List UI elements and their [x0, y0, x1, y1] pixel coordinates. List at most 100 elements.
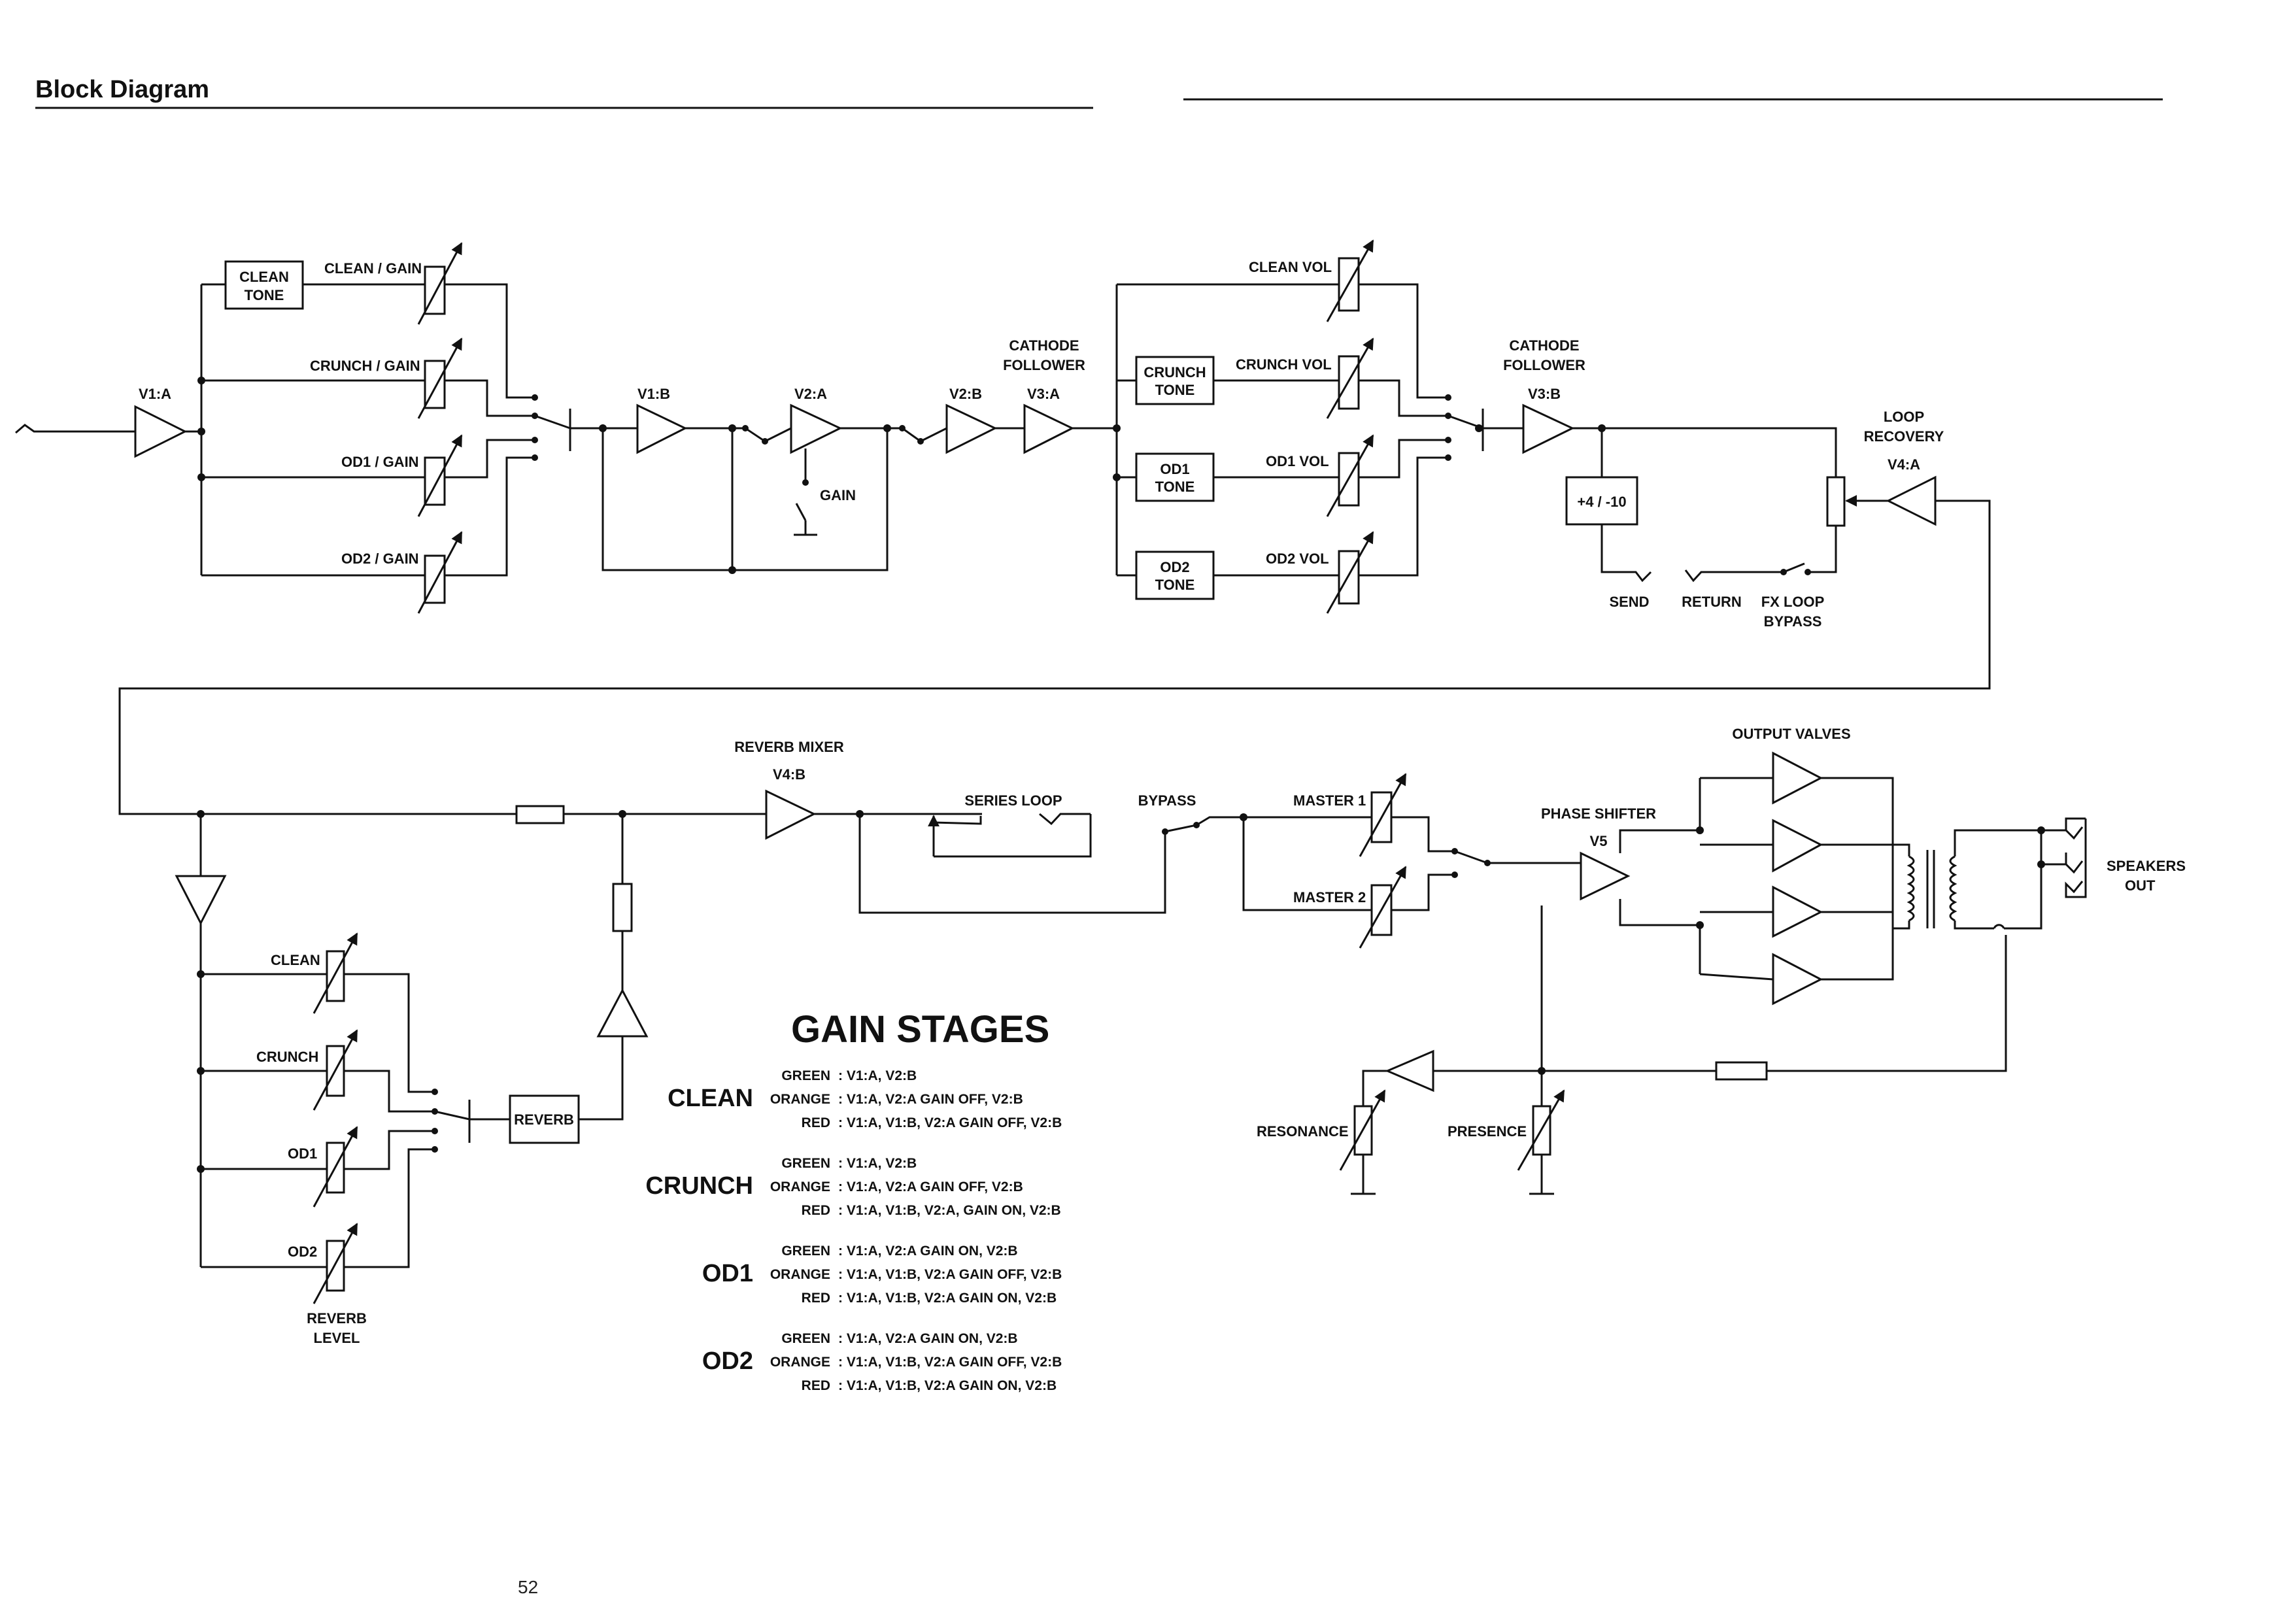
output-valve-2: [1772, 819, 1823, 873]
od1-tone-box: OD1 TONE: [1135, 452, 1215, 502]
svg-text:OUT: OUT: [2125, 877, 2156, 894]
svg-text:FX LOOP: FX LOOP: [1761, 594, 1825, 610]
svg-text:PHASE SHIFTER: PHASE SHIFTER: [1541, 805, 1656, 822]
resonance-pot: RESONANCE: [1257, 1089, 1386, 1195]
od1-gain-pot: OD1 / GAIN: [341, 434, 463, 517]
v3b-amp: V3:B CATHODE FOLLOWER: [1503, 337, 1585, 454]
mode-od2: OD2 GREEN : V1:A, V2:A GAIN ON, V2:B ORA…: [702, 1331, 1062, 1393]
svg-text:V3:A: V3:A: [1027, 386, 1060, 402]
svg-text:PRESENCE: PRESENCE: [1448, 1123, 1527, 1140]
clean-tone-box: CLEAN TONE: [224, 260, 304, 310]
reverb-channel-switch: [432, 1089, 471, 1153]
v2b-amp: V2:B: [945, 386, 998, 454]
reverb-box: REVERB: [509, 1094, 580, 1144]
svg-text:OD1: OD1: [1160, 461, 1189, 477]
svg-text:ORANGE: ORANGE: [770, 1179, 830, 1194]
svg-text:OD1: OD1: [702, 1260, 753, 1287]
svg-text:BYPASS: BYPASS: [1138, 792, 1196, 809]
v4a-amp: V4:A: [1886, 456, 1937, 526]
svg-text:REVERB MIXER: REVERB MIXER: [734, 739, 844, 755]
svg-text:: V1:A, V2:B: : V1:A, V2:B: [838, 1068, 917, 1083]
loop-recovery-pot: LOOP RECOVERY: [1826, 409, 1944, 527]
reverb-return-amp: [596, 988, 649, 1038]
svg-text:: V1:A, V2:A GAIN OFF, V2:B: : V1:A, V2:A GAIN OFF, V2:B: [838, 1092, 1023, 1107]
svg-text:: V1:A, V1:B, V2:A GAIN OFF, V: : V1:A, V1:B, V2:A GAIN OFF, V2:B: [838, 1115, 1062, 1130]
output-transformer: [1893, 829, 2042, 930]
svg-text:GREEN: GREEN: [781, 1331, 830, 1346]
svg-text:TONE: TONE: [1155, 382, 1195, 398]
reverb-mixer-resistor: [612, 814, 633, 990]
od2-vol-pot: OD2 VOL: [1266, 531, 1374, 614]
svg-text:FOLLOWER: FOLLOWER: [1003, 357, 1085, 373]
od2-tone-box: OD2 TONE: [1135, 550, 1215, 600]
svg-text:: V1:A, V2:A GAIN ON, V2:B: : V1:A, V2:A GAIN ON, V2:B: [838, 1243, 1018, 1259]
svg-text:OD2: OD2: [702, 1347, 753, 1375]
svg-text:REVERB: REVERB: [307, 1310, 367, 1327]
svg-text:GREEN: GREEN: [781, 1068, 830, 1083]
output-valves-label: OUTPUT VALVES: [1732, 726, 1850, 742]
output-valve-1: [1772, 751, 1823, 805]
svg-text:OD2 / GAIN: OD2 / GAIN: [341, 550, 419, 567]
svg-text:OD2 VOL: OD2 VOL: [1266, 550, 1329, 567]
channel-switch-1: [532, 394, 571, 461]
gain-stages-title: GAIN STAGES: [791, 1008, 1049, 1051]
svg-text:V2:A: V2:A: [794, 386, 827, 402]
mode-crunch: CRUNCH GREEN : V1:A, V2:B ORANGE : V1:A,…: [645, 1156, 1060, 1218]
output-valve-3: [1772, 885, 1823, 938]
reverb-od2-pot: OD2 REVERB LEVEL: [288, 1223, 367, 1346]
svg-text:GREEN: GREEN: [781, 1243, 830, 1259]
svg-text:OD2: OD2: [1160, 559, 1189, 575]
input-jack: [15, 424, 135, 434]
svg-text:CATHODE: CATHODE: [1009, 337, 1079, 354]
svg-text:LEVEL: LEVEL: [314, 1330, 360, 1346]
svg-text:RED: RED: [802, 1115, 830, 1130]
svg-text:ORANGE: ORANGE: [770, 1092, 830, 1107]
svg-text:CLEAN: CLEAN: [271, 952, 320, 968]
svg-text:REVERB: REVERB: [514, 1111, 574, 1128]
svg-text:RED: RED: [802, 1291, 830, 1306]
reverb-send-amp: [175, 875, 227, 926]
svg-text:CLEAN VOL: CLEAN VOL: [1249, 259, 1332, 275]
svg-text:SPEAKERS: SPEAKERS: [2107, 858, 2186, 874]
svg-text:TONE: TONE: [1155, 479, 1195, 495]
svg-text:RED: RED: [802, 1378, 830, 1393]
svg-text:OD2: OD2: [288, 1243, 317, 1260]
feedback-resistor: [1715, 1061, 1768, 1081]
svg-text:CRUNCH: CRUNCH: [645, 1172, 753, 1200]
clean-vol-pot: CLEAN VOL: [1249, 239, 1374, 322]
od2-gain-pot: OD2 / GAIN: [341, 531, 463, 614]
svg-text:OD1 VOL: OD1 VOL: [1266, 453, 1329, 469]
svg-text:+4 / -10: +4 / -10: [1577, 494, 1626, 510]
series-loop-jacks: SERIES LOOP: [928, 792, 1092, 858]
v1b-bypass-switch: [742, 425, 792, 445]
resonance-amp: [1385, 1049, 1434, 1092]
svg-text:: V1:A, V2:B: : V1:A, V2:B: [838, 1156, 917, 1171]
reverb-clean-pot: CLEAN: [271, 932, 358, 1014]
v3a-amp: V3:A CATHODE FOLLOWER: [1003, 337, 1085, 454]
presence-pot: PRESENCE: [1448, 1089, 1565, 1195]
svg-text:CLEAN: CLEAN: [668, 1085, 753, 1112]
crunch-vol-pot: CRUNCH VOL: [1236, 337, 1374, 419]
v2a-bypass-switch: [899, 425, 947, 445]
v4b-amp: REVERB MIXER V4:B: [734, 739, 844, 840]
svg-text:V5: V5: [1590, 833, 1608, 849]
svg-text:CLEAN / GAIN: CLEAN / GAIN: [324, 260, 422, 277]
svg-text:: V1:A, V2:A GAIN OFF, V2:B: : V1:A, V2:A GAIN OFF, V2:B: [838, 1179, 1023, 1194]
svg-text:V1:B: V1:B: [637, 386, 670, 402]
clean-gain-pot: CLEAN / GAIN: [324, 242, 463, 325]
page-number: 52: [518, 1577, 539, 1597]
v2a-amp: V2:A: [790, 386, 843, 454]
send-jack: SEND: [1601, 524, 1652, 610]
reverb-crunch-pot: CRUNCH: [256, 1029, 358, 1111]
output-valve-4: [1772, 953, 1823, 1006]
svg-text:MASTER 2: MASTER 2: [1293, 889, 1366, 905]
svg-text:: V1:A, V1:B, V2:A GAIN OFF, V: : V1:A, V1:B, V2:A GAIN OFF, V2:B: [838, 1355, 1062, 1370]
svg-text:: V1:A, V1:B, V2:A, GAIN ON, V: : V1:A, V1:B, V2:A, GAIN ON, V2:B: [838, 1203, 1061, 1218]
svg-text:MASTER 1: MASTER 1: [1293, 792, 1366, 809]
svg-text:FOLLOWER: FOLLOWER: [1503, 357, 1585, 373]
svg-text:V3:B: V3:B: [1528, 386, 1561, 402]
speaker-out-jacks: SPEAKERS OUT: [2037, 817, 2186, 898]
svg-text:ORANGE: ORANGE: [770, 1267, 830, 1282]
svg-text:RECOVERY: RECOVERY: [1864, 428, 1944, 445]
od1-vol-pot: OD1 VOL: [1266, 434, 1374, 517]
